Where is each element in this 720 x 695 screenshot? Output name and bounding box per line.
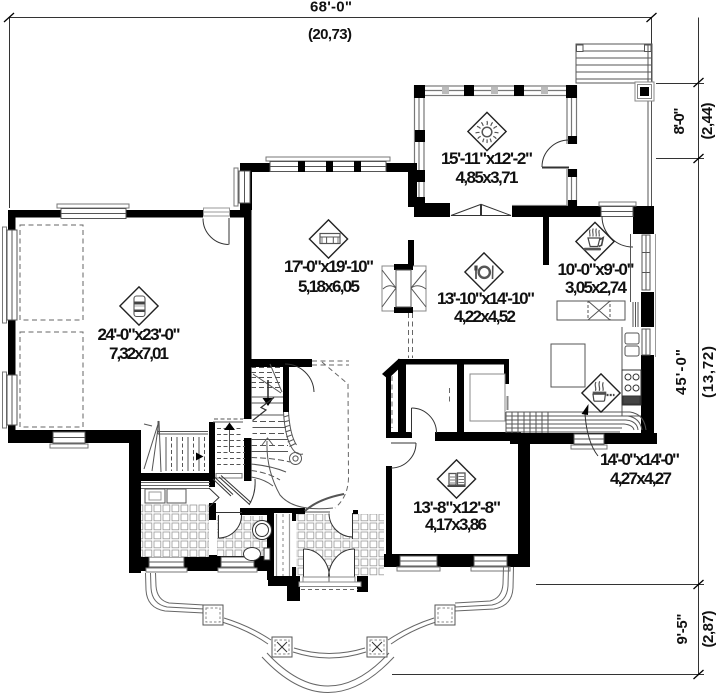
svg-text:68'-0": 68'-0"	[310, 0, 352, 16]
svg-text:14'-0"x14'-0": 14'-0"x14'-0"	[600, 450, 680, 469]
svg-text:15'-11"x12'-2": 15'-11"x12'-2"	[441, 149, 533, 168]
svg-text:4,27x4,27: 4,27x4,27	[610, 469, 672, 488]
svg-text:13'-10"x14'-10": 13'-10"x14'-10"	[437, 289, 535, 308]
svg-text:24'-0"x23'-0": 24'-0"x23'-0"	[98, 325, 181, 344]
svg-text:(20,73): (20,73)	[308, 26, 352, 43]
svg-text:9'-5": 9'-5"	[674, 614, 691, 645]
svg-text:3,05x2,74: 3,05x2,74	[565, 278, 628, 297]
svg-text:(13,72): (13,72)	[700, 346, 717, 398]
svg-text:7,32x7,01: 7,32x7,01	[109, 344, 169, 363]
svg-text:4,85x3,71: 4,85x3,71	[456, 168, 519, 187]
svg-text:4,22x4,52: 4,22x4,52	[454, 307, 516, 326]
svg-text:10'-0"x9'-0": 10'-0"x9'-0"	[558, 260, 635, 279]
svg-text:8'-0": 8'-0"	[671, 108, 688, 135]
svg-text:(2,87): (2,87)	[700, 611, 717, 648]
svg-text:4,17x3,86: 4,17x3,86	[425, 515, 487, 534]
svg-text:5,18x6,05: 5,18x6,05	[298, 277, 360, 296]
svg-text:45'-0": 45'-0"	[673, 349, 690, 395]
svg-text:(2,44): (2,44)	[699, 103, 716, 140]
svg-text:13'-8"x12'-8": 13'-8"x12'-8"	[413, 498, 501, 517]
svg-text:17'-0"x19'-10": 17'-0"x19'-10"	[284, 257, 374, 276]
